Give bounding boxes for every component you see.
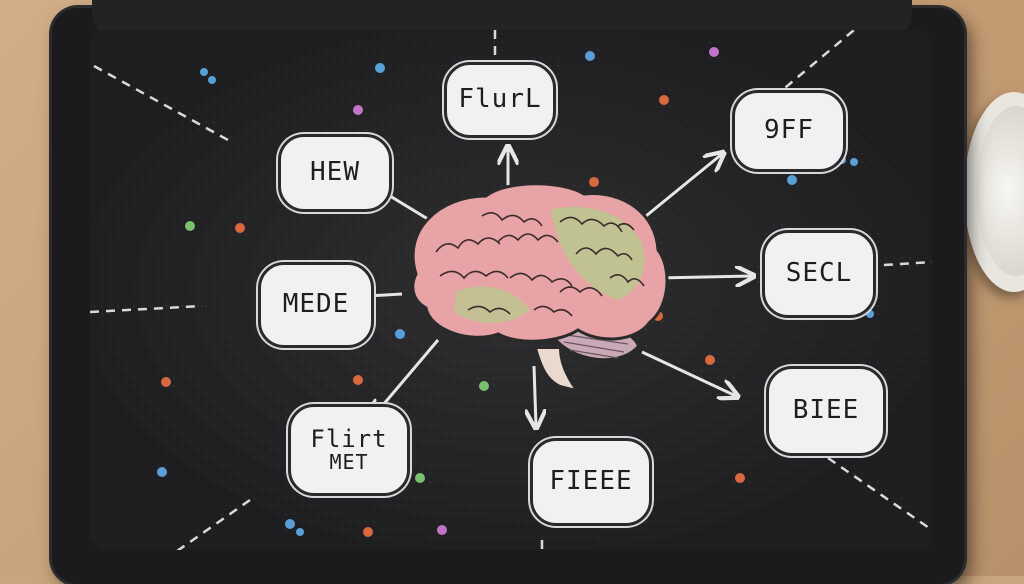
node-flurl: FlurL: [444, 62, 556, 138]
tablet-device: FlurL 9FF SECL BIEE FIEEE Flirt MET MEDE…: [52, 0, 964, 584]
node-fieee: FIEEE: [530, 438, 652, 526]
node-biee: BIEE: [766, 366, 886, 456]
brain-icon: [411, 182, 669, 392]
node-hew: HEW: [278, 134, 392, 212]
mind-map-canvas: [90, 30, 932, 550]
node-label: FIEEE: [549, 466, 633, 497]
node-label: SECL: [785, 258, 853, 289]
node-label: BIEE: [792, 395, 860, 426]
node-label: 9FF: [764, 115, 814, 146]
node-9ff: 9FF: [732, 90, 846, 172]
tablet-screen: FlurL 9FF SECL BIEE FIEEE Flirt MET MEDE…: [90, 30, 932, 550]
dashed-line-bottom-left: [176, 498, 251, 550]
node-label-line-1: Flirt: [310, 424, 388, 453]
tablet-bezel-top: [92, 0, 912, 34]
dashed-line-left: [90, 304, 203, 314]
node-secl: SECL: [762, 230, 876, 318]
arrow-to-9ff: [645, 154, 722, 218]
arrow-to-secl: [657, 276, 752, 278]
dashed-line-top-right: [779, 30, 857, 93]
node-flirt-met: Flirt MET: [288, 404, 410, 496]
arrow-to-biee: [641, 350, 736, 396]
dashed-connectors: [90, 30, 932, 550]
node-label: HEW: [310, 157, 360, 188]
arrow-to-fieee: [534, 365, 536, 426]
node-label-line-2: MET: [329, 450, 369, 475]
node-label: FlurL: [458, 84, 542, 115]
dashed-line-bottom-right: [827, 456, 932, 532]
dashed-line-top-left: [93, 64, 229, 142]
node-label: MEDE: [282, 289, 350, 320]
node-mede: MEDE: [258, 262, 374, 348]
